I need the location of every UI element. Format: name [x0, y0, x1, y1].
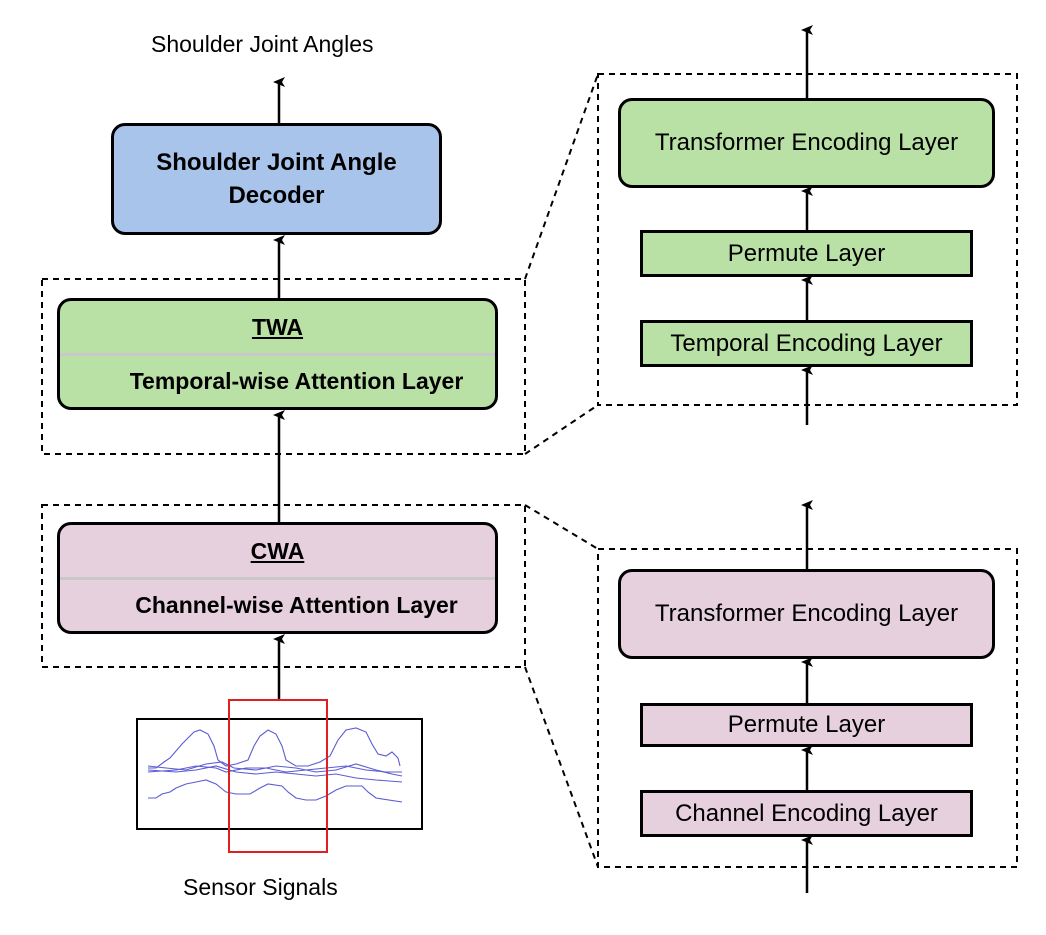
signal-trace-1 [148, 727, 401, 769]
signal-trace-4 [147, 765, 403, 783]
cwa-channel-encoding-layer: Channel Encoding Layer [640, 790, 973, 837]
sensor-signal-plot [136, 718, 423, 830]
sensor-signal-waveforms [147, 699, 403, 853]
twa-title: TWA [251, 313, 304, 340]
twa-transformer-encoding-layer: Transformer Encoding Layer [618, 98, 995, 188]
output-label: Shoulder Joint Angles [151, 31, 374, 57]
cwa-permute-layer: Permute Layer [640, 703, 973, 747]
cwa-block: CWA Channel-wise Attention Layer [57, 522, 498, 634]
signal-trace-5 [148, 779, 403, 803]
twa-temporal-encoding-layer: Temporal Encoding Layer [640, 320, 973, 367]
twa-separator [60, 353, 495, 356]
cwa-title: CWA [250, 537, 305, 564]
cwa-zoom-line-bottom [524, 666, 599, 868]
twa-block: TWA Temporal-wise Attention Layer [57, 298, 498, 410]
twa-temporal-encoding-label: Temporal Encoding Layer [670, 329, 943, 357]
twa-permute-layer: Permute Layer [640, 230, 973, 277]
shoulder-joint-angle-decoder: Shoulder Joint Angle Decoder [111, 123, 442, 235]
twa-label: Temporal-wise Attention Layer [129, 368, 464, 394]
sensor-window-highlight [228, 699, 328, 853]
cwa-transformer-label: Transformer Encoding Layer [654, 600, 959, 627]
cwa-permute-label: Permute Layer [727, 711, 886, 738]
cwa-separator [60, 577, 495, 580]
twa-transformer-label: Transformer Encoding Layer [654, 129, 959, 156]
decoder-line-2: Decoder [228, 182, 325, 209]
signal-trace-3 [147, 761, 403, 777]
twa-permute-label: Permute Layer [727, 239, 886, 267]
input-label: Sensor Signals [183, 874, 338, 900]
twa-zoom-line-top [524, 73, 599, 280]
cwa-transformer-encoding-layer: Transformer Encoding Layer [618, 569, 995, 659]
twa-zoom-line-bottom [524, 404, 599, 455]
cwa-dashed-group [41, 504, 526, 668]
cwa-channel-encoding-label: Channel Encoding Layer [675, 799, 938, 827]
decoder-line-1: Shoulder Joint Angle [156, 149, 397, 176]
cwa-zoom-line-top [524, 504, 599, 550]
cwa-label: Channel-wise Attention Layer [135, 592, 458, 618]
